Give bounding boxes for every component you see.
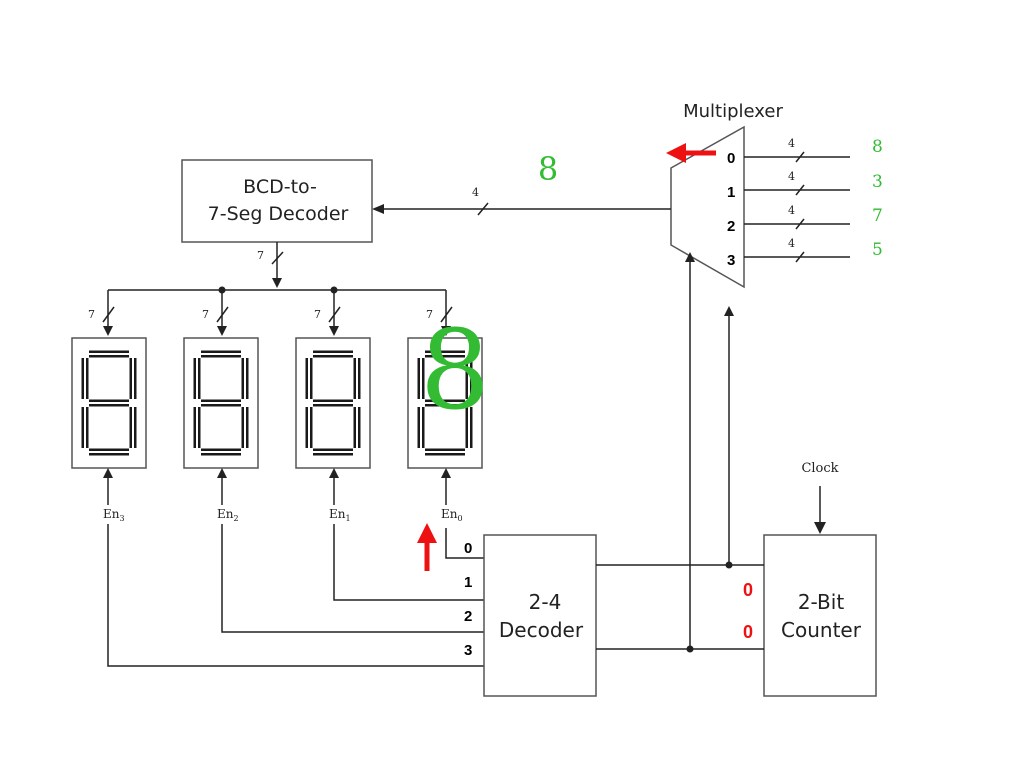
two-to-four-decoder: 2-4 Decoder <box>483 534 597 697</box>
counter-bit-1: 0 <box>743 580 753 600</box>
bus-width-label: 7 <box>202 308 209 321</box>
arrowhead-icon <box>329 326 339 336</box>
bus-width-label: 4 <box>472 186 479 199</box>
arrowhead-icon <box>272 278 282 288</box>
bus-slash <box>795 184 805 196</box>
bus-slash <box>216 306 229 323</box>
multiplexer: Multiplexer 0 1 2 3 <box>670 101 783 289</box>
enable-label-1: En1 <box>329 507 351 523</box>
clock-label: Clock <box>801 461 838 476</box>
two-bit-counter: 2-Bit Counter Clock 0 0 <box>743 461 877 697</box>
bus-width-label: 4 <box>788 204 795 217</box>
bus-width-label: 7 <box>257 249 264 262</box>
mux-pin-1: 1 <box>727 184 735 201</box>
seven-segment-display-1 <box>295 337 371 469</box>
red-arrow-up-icon <box>417 523 437 571</box>
bus-width-label: 7 <box>426 308 433 321</box>
segment-bus: 7 7 7 7 7 <box>88 242 453 336</box>
seven-segment-display-2 <box>183 337 259 469</box>
counter-label-line2: Counter <box>781 618 862 642</box>
bus-slash <box>328 306 341 323</box>
counter-label-line1: 2-Bit <box>798 590 845 614</box>
mux-pin-3: 3 <box>727 252 735 269</box>
bus-slash <box>102 306 115 323</box>
bus-width-label: 4 <box>788 137 795 150</box>
seven-segment-displays <box>71 337 483 469</box>
mux-input-buses: 4 4 4 4 <box>744 137 850 263</box>
mux-input-value-1: 3 <box>872 172 883 192</box>
enable-label-2: En2 <box>217 507 239 523</box>
decoder-pin-3: 3 <box>464 642 472 659</box>
arrowhead-icon <box>103 468 113 478</box>
arrowhead-icon <box>441 468 451 478</box>
arrowhead-icon <box>724 306 734 316</box>
arrowhead-icon <box>329 468 339 478</box>
bus-width-label: 7 <box>88 308 95 321</box>
bcd-to-7seg-decoder: BCD-to- 7-Seg Decoder <box>181 159 373 243</box>
mux-output-bus: 4 <box>372 186 671 216</box>
decoder-label-line1: 2-4 <box>529 590 562 614</box>
multiplexer-body <box>670 125 745 289</box>
mux-input-values: 8 3 7 5 <box>872 137 883 260</box>
bcd-decoder-label-line1: BCD-to- <box>243 176 317 198</box>
bus-slash <box>795 218 805 230</box>
decoder-body <box>483 534 597 697</box>
arrowhead-icon <box>441 326 451 336</box>
multiplexer-label: Multiplexer <box>683 101 783 122</box>
enable-wire-3 <box>107 524 484 667</box>
bus-width-label: 4 <box>788 170 795 183</box>
enable-label-3: En3 <box>103 507 125 523</box>
decoder-pin-0: 0 <box>464 540 472 557</box>
counter-body <box>763 534 877 697</box>
mux-input-value-3: 5 <box>872 240 883 260</box>
bus-slash <box>271 251 284 265</box>
mux-input-value-0: 8 <box>872 137 883 157</box>
bus-width-label: 7 <box>314 308 321 321</box>
enable-wires: 0 1 2 3 <box>107 524 484 667</box>
arrowhead-icon <box>814 522 826 534</box>
select-lines <box>596 252 764 653</box>
arrowhead-icon <box>685 252 695 262</box>
arrowhead-icon <box>217 326 227 336</box>
counter-bit-0: 0 <box>743 622 753 642</box>
displayed-digit-annotation: 8 <box>420 306 490 434</box>
enable-inputs: En3 En2 En1 En0 <box>103 468 463 523</box>
bus-width-label: 4 <box>788 237 795 250</box>
enable-label-0: En0 <box>441 507 463 523</box>
enable-wire-0 <box>445 528 484 559</box>
decoder-label-line2: Decoder <box>499 618 584 642</box>
seven-segment-display-3 <box>71 337 147 469</box>
bus-slash <box>795 151 805 163</box>
bcd-decoder-label-line2: 7-Seg Decoder <box>208 203 349 225</box>
bus-slash <box>795 251 805 263</box>
mux-pin-0: 0 <box>727 150 735 167</box>
arrowhead-icon <box>372 204 384 214</box>
selected-value-annotation: 8 <box>538 150 558 188</box>
bus-slash <box>477 202 489 216</box>
decoder-pin-2: 2 <box>464 608 472 625</box>
red-arrow-left-icon <box>666 143 716 163</box>
arrowhead-icon <box>217 468 227 478</box>
bcd-decoder-body <box>181 159 373 243</box>
enable-wire-2 <box>221 524 484 633</box>
mux-pin-2: 2 <box>727 218 735 235</box>
seven-segment-display-0 <box>407 337 483 469</box>
enable-wire-1 <box>333 524 484 601</box>
bus-slash <box>440 306 453 323</box>
decoder-pin-1: 1 <box>464 574 472 591</box>
mux-input-value-2: 7 <box>872 206 883 226</box>
arrowhead-icon <box>103 326 113 336</box>
